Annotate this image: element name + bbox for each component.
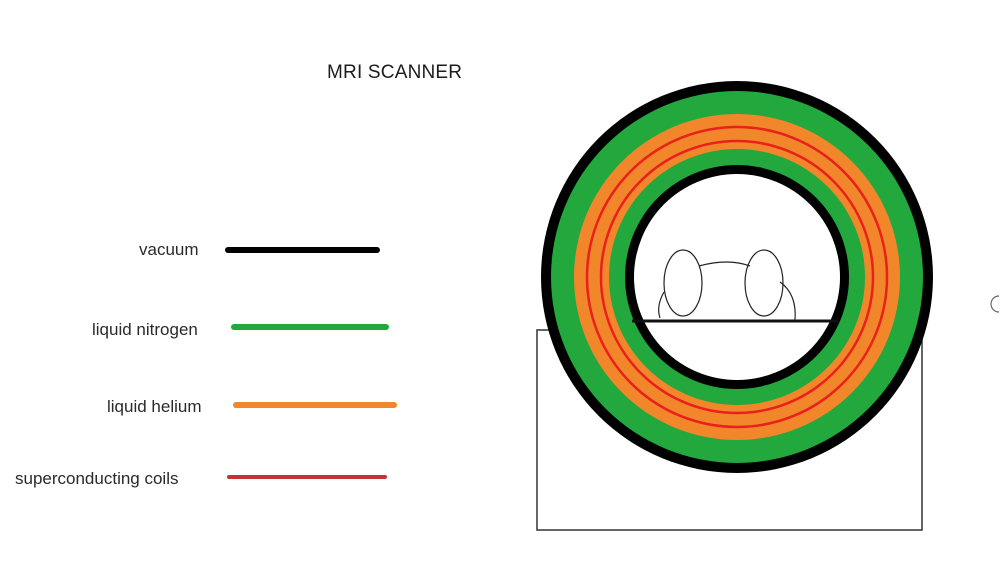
legend-label-superconducting-coils: superconducting coils	[15, 469, 179, 488]
legend-line-vacuum	[225, 247, 380, 253]
patient-feet	[744, 249, 784, 317]
diagram-title: MRI SCANNER	[327, 62, 463, 83]
superconducting-coil-outer	[585, 125, 889, 429]
superconducting-coil-inner	[599, 139, 875, 415]
scanner-bore	[634, 174, 840, 380]
legend-label-liquid-helium: liquid helium	[107, 397, 202, 416]
legend-line-superconducting-coils	[227, 475, 387, 479]
legend-line-liquid-nitrogen	[231, 324, 389, 330]
edge-partial-circle	[990, 295, 1000, 313]
patient-arm-left	[658, 291, 665, 319]
patient-head	[663, 249, 703, 317]
legend-line-liquid-helium	[233, 402, 397, 408]
legend-label-liquid-nitrogen: liquid nitrogen	[92, 320, 198, 339]
patient-arm-right	[779, 281, 796, 321]
patient-figure	[658, 249, 796, 321]
legend-label-vacuum: vacuum	[139, 240, 199, 259]
patient-body-top	[698, 261, 751, 267]
